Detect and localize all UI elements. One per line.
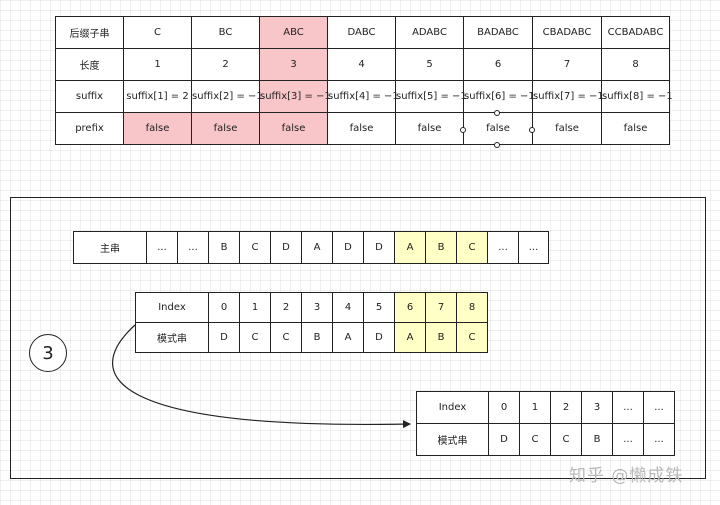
main-string-label: 主串 [73, 231, 147, 264]
table-cell: false [327, 112, 396, 145]
index-cell: 3 [301, 292, 333, 323]
table-cell: DABC [327, 16, 396, 49]
table-cell: suffix[1] = 2 [123, 80, 192, 113]
index-cell: 4 [332, 292, 364, 323]
main-string-cell: C [239, 231, 271, 264]
pattern-cell: D [363, 322, 395, 353]
table-cell: ABC [259, 16, 328, 49]
shift-arrow [112, 324, 411, 429]
table-cell: ADABC [395, 16, 464, 49]
pattern-cell: ... [643, 423, 675, 456]
main-string-cell: A [394, 231, 426, 264]
index-cell: 8 [456, 292, 488, 323]
table-cell: 5 [395, 48, 464, 81]
table-cell: suffix[3] = −1 [259, 80, 331, 113]
handle-bottom[interactable] [494, 142, 500, 148]
pattern-label: 模式串 [416, 423, 489, 456]
index-cell: 3 [581, 391, 613, 424]
table-cell: 6 [463, 48, 533, 81]
index-cell: 2 [270, 292, 302, 323]
pattern-cell: C [239, 322, 271, 353]
index-cell: 1 [519, 391, 551, 424]
table-cell: false [601, 112, 670, 145]
table-cell: 8 [601, 48, 670, 81]
table-cell: suffix[8] = −1 [601, 80, 673, 113]
table-cell: false [123, 112, 192, 145]
pattern-cell: B [425, 322, 457, 353]
main-string-cell: ... [487, 231, 519, 264]
main-string-cell: B [208, 231, 240, 264]
table-cell: suffix[4] = −1 [327, 80, 399, 113]
table-cell: BADABC [463, 16, 533, 49]
main-string-cell: B [425, 231, 457, 264]
handle-top[interactable] [494, 110, 500, 116]
table-cell: 2 [191, 48, 260, 81]
row-header-cell: prefix [55, 112, 124, 145]
index-label: Index [135, 292, 209, 323]
table-cell: 3 [259, 48, 328, 81]
main-string-cell: D [332, 231, 364, 264]
pattern-cell: D [208, 322, 240, 353]
index-cell: 0 [488, 391, 520, 424]
index-cell: 2 [550, 391, 582, 424]
pattern-cell: C [456, 322, 488, 353]
handle-left[interactable] [460, 127, 466, 133]
pattern-cell: A [332, 322, 364, 353]
main-string-cell: ... [177, 231, 209, 264]
handle-right[interactable] [529, 127, 535, 133]
table-cell: 1 [123, 48, 192, 81]
main-string-cell: C [456, 231, 488, 264]
index-cell: ... [612, 391, 644, 424]
table-cell: false [259, 112, 328, 145]
pattern-cell: C [270, 322, 302, 353]
main-string-cell: ... [518, 231, 549, 264]
index-cell: 7 [425, 292, 457, 323]
table-cell: CCBADABC [601, 16, 670, 49]
index-cell: ... [643, 391, 675, 424]
index-cell: 6 [394, 292, 426, 323]
index-cell: 0 [208, 292, 240, 323]
pattern-cell: C [519, 423, 551, 456]
main-string-cell: D [363, 231, 395, 264]
row-header-cell: suffix [55, 80, 124, 113]
index-cell: 1 [239, 292, 271, 323]
table-cell: 7 [532, 48, 602, 81]
watermark: 知乎 @懒成铁 [569, 466, 684, 486]
table-cell: suffix[5] = −1 [395, 80, 467, 113]
table-cell: suffix[2] = −1 [191, 80, 263, 113]
row-header-cell: 长度 [55, 48, 124, 81]
step-frame [10, 197, 706, 479]
table-cell: false [395, 112, 464, 145]
table-cell: suffix[6] = −1 [463, 80, 535, 113]
table-cell: CBADABC [532, 16, 602, 49]
table-cell: false [191, 112, 260, 145]
table-cell: suffix[7] = −1 [532, 80, 604, 113]
row-header-cell: 后缀子串 [55, 16, 124, 49]
step-number: 3 [42, 342, 54, 364]
main-string-cell: A [301, 231, 333, 264]
table-cell: false [532, 112, 602, 145]
pattern-cell: A [394, 322, 426, 353]
main-string-cell: D [270, 231, 302, 264]
step-number-circle: 3 [29, 334, 67, 372]
pattern-cell: D [488, 423, 520, 456]
pattern-cell: C [550, 423, 582, 456]
pattern-label: 模式串 [135, 322, 209, 353]
main-string-cell: ... [146, 231, 178, 264]
table-cell: BC [191, 16, 260, 49]
